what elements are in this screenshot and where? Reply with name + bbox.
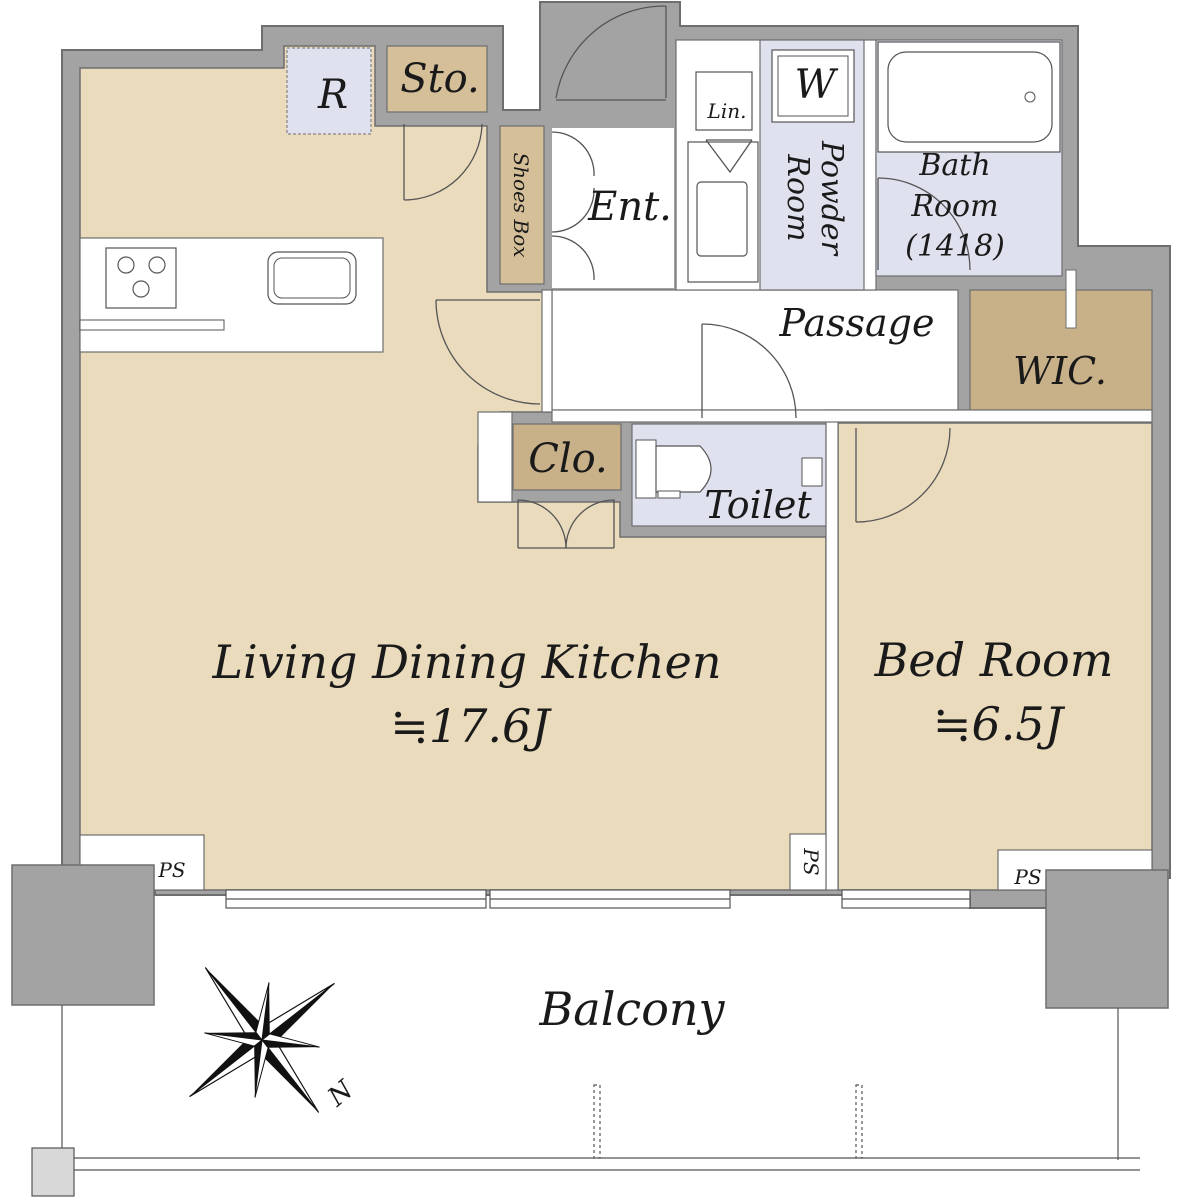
r-space — [286, 47, 372, 135]
label-ps-mid: PS — [799, 847, 823, 875]
column-left — [11, 864, 155, 1006]
linen-space — [695, 71, 753, 131]
column-right — [1045, 869, 1169, 1009]
closet — [512, 423, 622, 491]
balcony-railing — [31, 1005, 1140, 1197]
label-bed-size: ≒6.5J — [933, 697, 1066, 751]
washer-space-inner — [777, 55, 849, 117]
bathtub-drain — [1024, 91, 1036, 103]
door-swings — [403, 5, 971, 549]
wic-floor — [969, 289, 1153, 411]
label-ldk-size: ≒17.6J — [390, 699, 552, 753]
label-lin: Lin. — [707, 99, 747, 123]
passage-floor — [551, 289, 959, 411]
label-powder-line1: Powder — [814, 140, 849, 257]
toilet-tank — [635, 439, 657, 499]
label-sto: Sto. — [400, 56, 480, 102]
wic-partition — [1065, 269, 1077, 329]
label-toilet: Toilet — [704, 483, 812, 527]
label-balcony: Balcony — [538, 982, 725, 1036]
label-bath-line1: Bath — [918, 148, 990, 183]
bathtub-inner — [887, 51, 1053, 143]
basin-bowl — [696, 181, 748, 257]
cooktop-burners — [117, 256, 166, 298]
compass-north-label: N — [322, 1074, 360, 1113]
toilet-controller — [657, 490, 681, 499]
storage-room — [386, 45, 488, 113]
label-ldk-name: Living Dining Kitchen — [211, 635, 721, 689]
bedroom-floor — [837, 422, 1153, 891]
washer-space — [771, 49, 855, 123]
windows — [225, 889, 971, 909]
toilet-bowl — [655, 445, 712, 493]
label-powder-room: Powder Room — [780, 140, 849, 257]
compass-rose-icon — [189, 967, 335, 1113]
label-wic: WIC. — [1013, 349, 1107, 393]
shoes-box — [499, 125, 545, 285]
label-shoes-box: Shoes Box — [509, 152, 533, 257]
label-powder-line2: Room — [780, 153, 815, 241]
kitchen-sink — [267, 251, 357, 305]
label-bed-name: Bed Room — [874, 633, 1114, 687]
label-w: W — [794, 62, 838, 108]
label-bath-line2: Room — [910, 189, 998, 224]
label-ent: Ent. — [587, 184, 672, 230]
label-ps-left: PS — [157, 858, 185, 882]
label-r: R — [317, 72, 348, 118]
kitchen-sink-inner — [273, 257, 351, 299]
toilet-hand-basin — [801, 457, 823, 487]
kitchen-shelf — [79, 319, 225, 331]
label-clo: Clo. — [528, 436, 608, 482]
ps-mid-box — [789, 833, 827, 891]
label-passage: Passage — [779, 301, 935, 345]
label-ps-right: PS — [1013, 865, 1041, 889]
cooktop — [105, 247, 177, 309]
entrance-floor — [552, 128, 674, 288]
label-bath-line3: (1418) — [905, 229, 1005, 264]
